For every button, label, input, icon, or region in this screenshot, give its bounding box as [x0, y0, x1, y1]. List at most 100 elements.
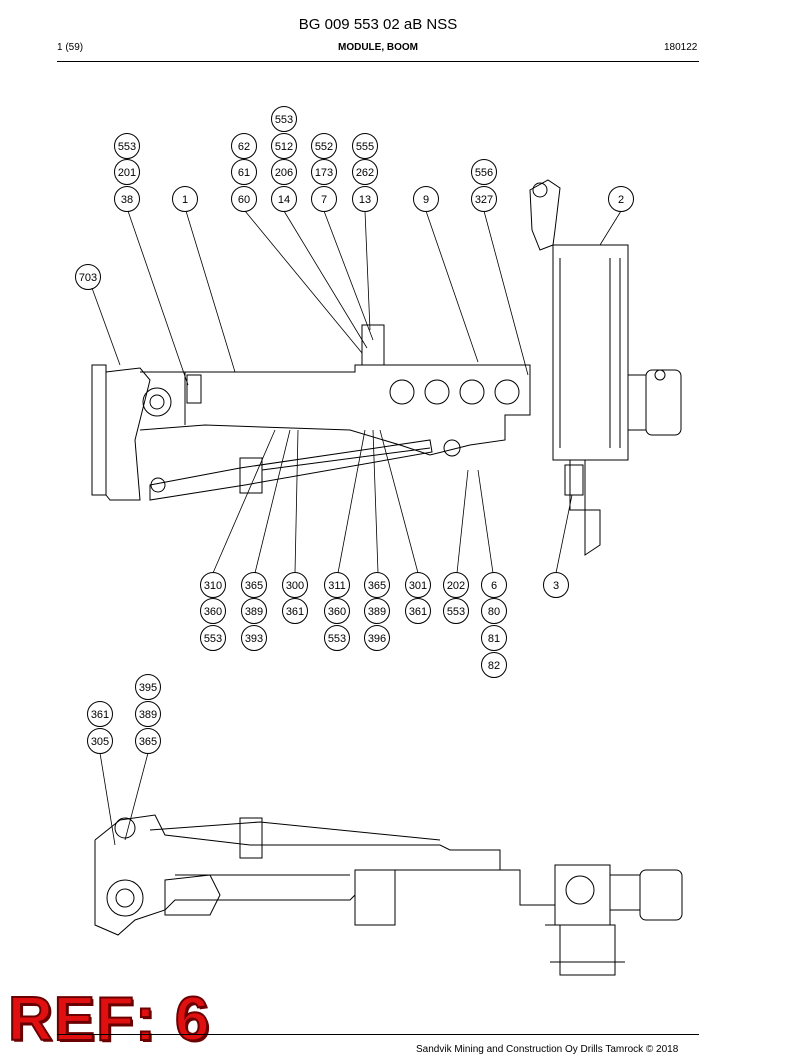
ref-stamp: REF: 6: [7, 984, 211, 1055]
callout-393: 393: [245, 633, 263, 645]
callout-556: 556: [475, 167, 493, 179]
callout-389-c: 389: [139, 709, 157, 721]
callout-bubble: [311, 159, 337, 185]
callout-bubble: [405, 598, 431, 624]
callout-311: 311: [328, 580, 346, 592]
callout-9: 9: [423, 194, 429, 206]
callout-2: 2: [618, 194, 624, 206]
callout-bubble: [231, 133, 257, 159]
callout-60: 60: [238, 194, 250, 206]
callout-14: 14: [278, 194, 290, 206]
callout-bubble: [200, 625, 226, 651]
callout-553-b: 553: [204, 633, 222, 645]
callout-bubble: [114, 133, 140, 159]
callout-62: 62: [238, 141, 250, 153]
header-divider: [57, 61, 699, 62]
callout-13: 13: [359, 194, 371, 206]
lower-boom-view: [94, 814, 683, 976]
callout-bubble: [481, 572, 507, 598]
callout-82: 82: [488, 660, 500, 672]
callout-301: 301: [409, 580, 427, 592]
callout-bubble: [364, 598, 390, 624]
callout-202: 202: [447, 580, 465, 592]
callout-61: 61: [238, 167, 250, 179]
callout-81: 81: [488, 633, 500, 645]
callout-201: 201: [118, 167, 136, 179]
callout-bubble: [364, 625, 390, 651]
callout-bubble: [135, 701, 161, 727]
document-title: BG 009 553 02 aB NSS: [298, 16, 458, 33]
callout-361-c: 361: [91, 709, 109, 721]
callout-262: 262: [356, 167, 374, 179]
callout-173: 173: [315, 167, 333, 179]
callout-206: 206: [275, 167, 293, 179]
callout-6: 6: [491, 580, 497, 592]
callout-703: 703: [79, 272, 97, 284]
callout-300: 300: [286, 580, 304, 592]
leader-lines: [91, 210, 622, 846]
callout-327: 327: [475, 194, 493, 206]
callout-bubble: [471, 186, 497, 212]
page-number: 1 (59): [57, 42, 84, 53]
callout-bubble: [443, 598, 469, 624]
callout-bubble: [405, 572, 431, 598]
callout-bubble: [471, 159, 497, 185]
callout-bubble: [87, 728, 113, 754]
footer-divider: [57, 1034, 699, 1035]
callout-38: 38: [121, 194, 133, 206]
callout-bubble: [271, 106, 297, 132]
callout-389: 389: [245, 606, 263, 618]
callout-552: 552: [315, 141, 333, 153]
callout-1: 1: [182, 194, 188, 206]
callout-365-c: 365: [139, 736, 157, 748]
section-title: MODULE, BOOM: [338, 42, 418, 53]
callout-bubble: [413, 186, 439, 212]
callout-bubble: [114, 159, 140, 185]
callout-396: 396: [368, 633, 386, 645]
callout-bubble: [324, 598, 350, 624]
callout-bubble: [282, 572, 308, 598]
callout-bubble: [271, 133, 297, 159]
callout-bubble: [75, 264, 101, 290]
callout-bubble: [608, 186, 634, 212]
callout-bubble: [364, 572, 390, 598]
callout-bubble: [271, 186, 297, 212]
footer-copyright: Sandvik Mining and Construction Oy Drill…: [416, 1044, 679, 1055]
callout-553-top: 553: [275, 114, 293, 126]
callout-553: 553: [118, 141, 136, 153]
callout-bubble: [324, 625, 350, 651]
callout-bubble: [543, 572, 569, 598]
callout-389-b: 389: [368, 606, 386, 618]
callout-bubble: [241, 625, 267, 651]
callout-bubble: [200, 598, 226, 624]
callout-bubble: [135, 728, 161, 754]
callout-bubble: [271, 159, 297, 185]
callout-553-c: 553: [328, 633, 346, 645]
callout-305: 305: [91, 736, 109, 748]
callout-3: 3: [553, 580, 559, 592]
callout-360: 360: [204, 606, 222, 618]
callout-553-d: 553: [447, 606, 465, 618]
callout-365: 365: [245, 580, 263, 592]
callout-bubble: [481, 652, 507, 678]
callout-7: 7: [321, 194, 327, 206]
callout-bubble: [114, 186, 140, 212]
callout-361: 361: [286, 606, 304, 618]
callout-bubble: [135, 674, 161, 700]
callout-bubble: [231, 159, 257, 185]
callout-bubble: [352, 133, 378, 159]
callout-bubble: [200, 572, 226, 598]
document-date: 180122: [664, 42, 698, 53]
callout-bubble: [481, 625, 507, 651]
callout-bubble: [282, 598, 308, 624]
callout-bubble: [311, 186, 337, 212]
callout-bubble: [443, 572, 469, 598]
callout-395: 395: [139, 682, 157, 694]
callout-bubble: [352, 186, 378, 212]
callout-bubble: [172, 186, 198, 212]
callout-555: 555: [356, 141, 374, 153]
callout-360-b: 360: [328, 606, 346, 618]
callout-bubble: [481, 598, 507, 624]
upper-boom-view: [91, 179, 682, 556]
callout-bubble: [231, 186, 257, 212]
